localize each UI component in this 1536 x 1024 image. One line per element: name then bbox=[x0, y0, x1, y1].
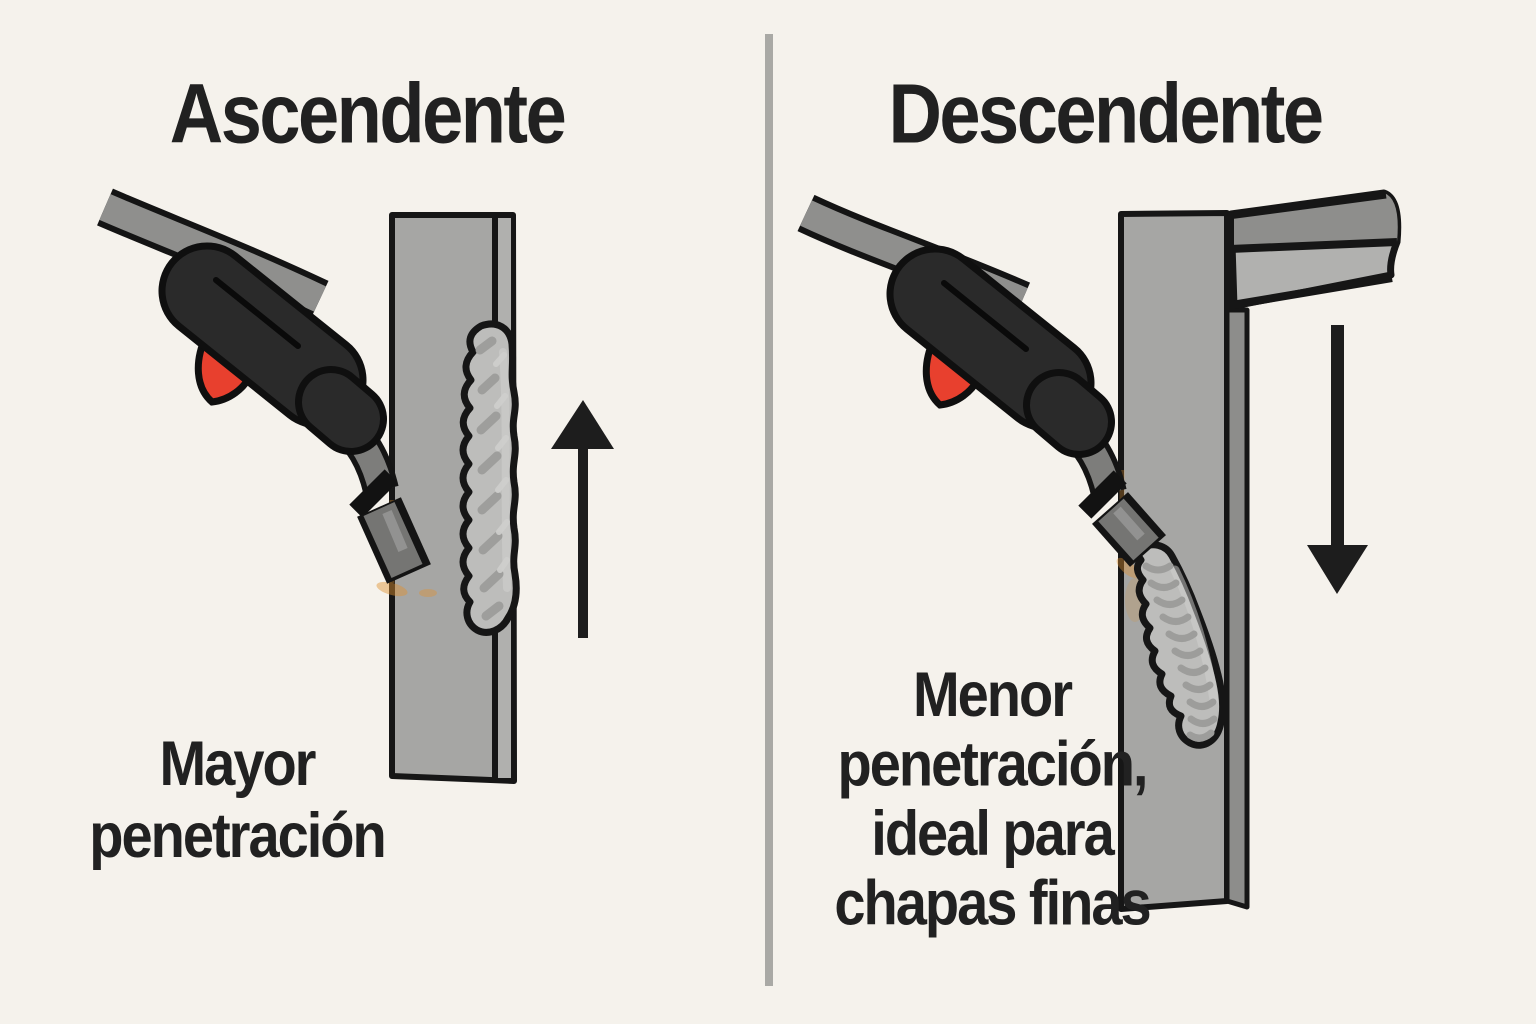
torch-nozzle bbox=[357, 497, 431, 584]
torch-nozzle bbox=[1092, 492, 1166, 567]
torch-band bbox=[1078, 470, 1127, 519]
torch-collar bbox=[1023, 369, 1115, 458]
right-welding-torch bbox=[797, 194, 1166, 567]
torch-handle bbox=[886, 245, 1095, 432]
panel-divider-line bbox=[765, 34, 773, 986]
arrow-up-icon bbox=[551, 400, 614, 638]
arrow-down-icon bbox=[1307, 325, 1368, 594]
torch-band bbox=[349, 469, 398, 518]
left-welding-torch bbox=[97, 188, 431, 584]
top-beam bbox=[1227, 189, 1402, 310]
right-weld-bead bbox=[1134, 541, 1227, 749]
torch-collar bbox=[295, 366, 387, 455]
left-weld-bead bbox=[459, 320, 520, 636]
torch-handle bbox=[158, 242, 367, 429]
